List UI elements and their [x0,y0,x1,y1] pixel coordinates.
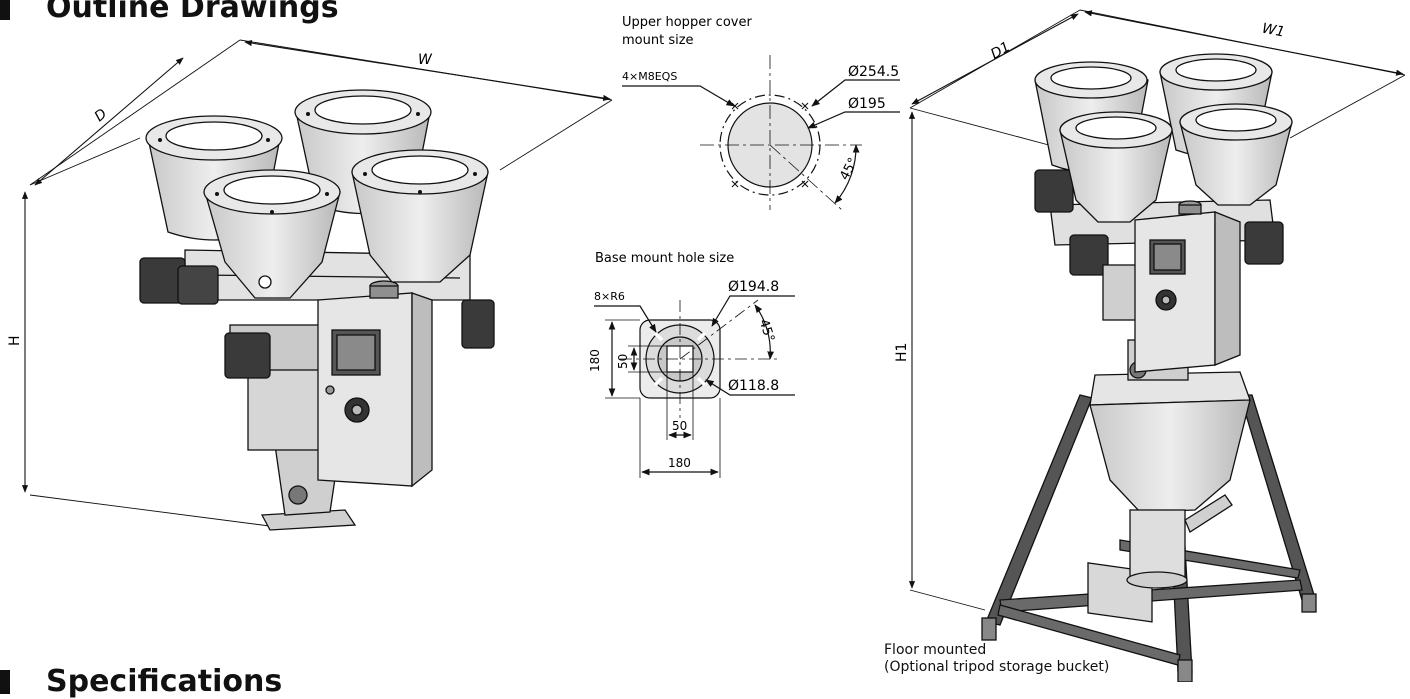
width1-label: W1 [1261,21,1286,41]
base-mount-detail [594,295,795,478]
cover-title-line1: Upper hopper cover [622,15,752,30]
width-label: W [418,52,433,68]
floor-mounted-caption: Floor mounted (Optional tripod storage b… [884,642,1109,676]
base-side-outer-dim: 180 [588,349,602,372]
base-side-inner-dim: 50 [616,354,630,369]
depth1-label: D1 [988,39,1013,63]
cover-bolts-label: 4×M8EQS [622,70,677,83]
base-inner-diameter: Ø118.8 [728,378,779,394]
heading-square-icon [0,0,10,20]
base-title: Base mount hole size [595,251,734,266]
outline-drawings-heading: Outline Drawings [0,0,339,25]
blender-machine-drawing [29,39,613,531]
cover-inner-diameter: Ø195 [848,96,886,112]
base-angle-label: 45° [756,317,777,344]
height1-label: H1 [894,343,910,362]
base-outer-diameter: Ø194.8 [728,279,779,295]
base-bottom-outer-dim: 180 [668,456,691,470]
outline-drawing-canvas: W D H Upper hopper cover mount size 4×M8… [7,9,1406,682]
hopper-cover-detail [622,55,900,211]
left-dimension-lines [21,40,611,493]
height-label: H [7,335,23,346]
outline-drawings-title: Outline Drawings [46,0,339,25]
floor-mounted-machine-drawing [909,9,1406,682]
cover-outer-diameter: Ø254.5 [848,64,899,80]
floor-mounted-line2: (Optional tripod storage bucket) [884,659,1110,675]
base-holes-label: 8×R6 [594,290,625,303]
base-bottom-inner-dim: 50 [672,419,687,433]
floor-mounted-line1: Floor mounted [884,642,987,658]
cover-angle-label: 45° [837,155,861,182]
cover-title-line2: mount size [622,33,694,48]
right-dimension-lines [908,10,1404,589]
